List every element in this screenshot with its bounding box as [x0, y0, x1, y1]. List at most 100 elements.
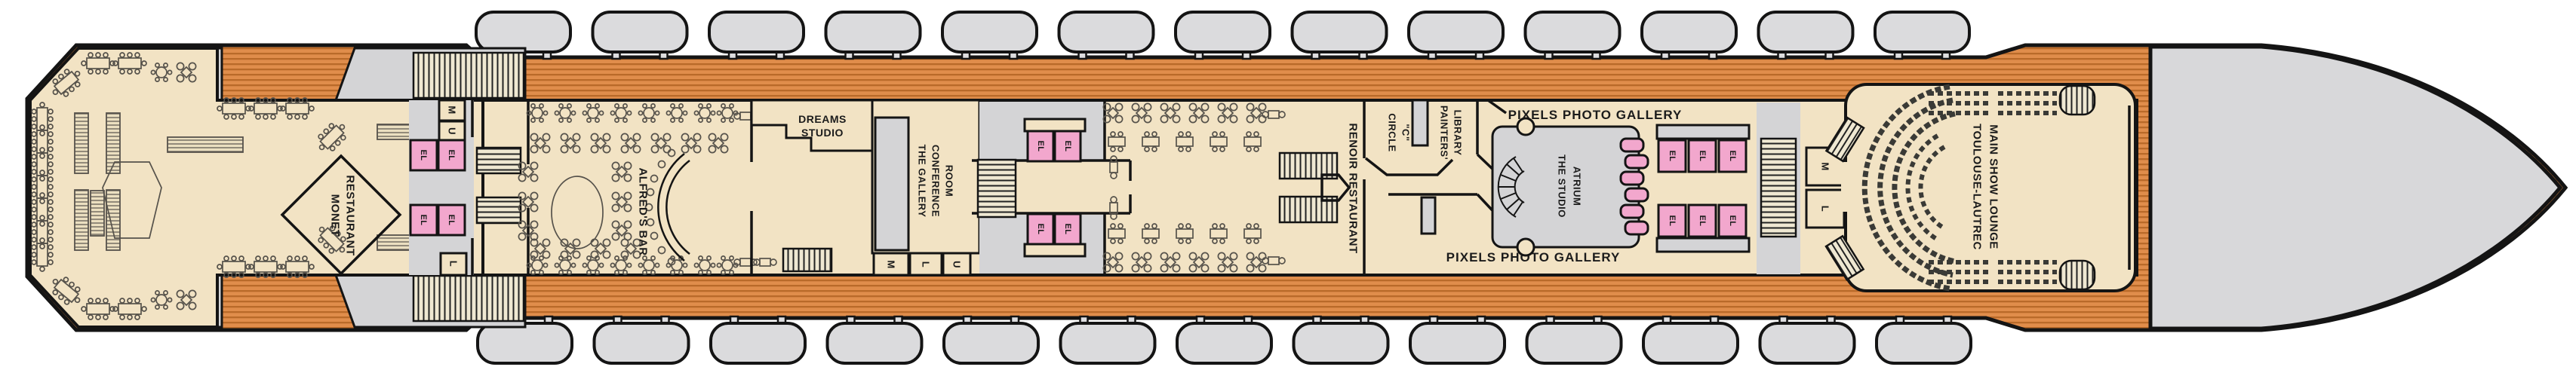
elevator[interactable] [409, 139, 438, 172]
circle-c: CIRCLE "C" [1364, 99, 1477, 196]
elevator-label: EL [1063, 223, 1072, 234]
unisex-label: U [951, 261, 963, 268]
lounge-entrance [1841, 162, 1850, 212]
elevator[interactable] [1053, 130, 1082, 163]
elevator[interactable] [1026, 212, 1055, 246]
lifeboat [941, 11, 1038, 60]
main-show-lounge: TOULOUSE-LAUTREC MAIN SHOW LOUNGE [1824, 83, 2137, 292]
entry-ramp [1824, 116, 1865, 163]
mid-elevator-lobby: EL EL EL EL [972, 100, 1132, 275]
entry-ramp [1824, 234, 1865, 281]
bar-stools [644, 148, 676, 266]
ladies-room [439, 252, 468, 277]
renoir-label: RENOIR RESTAURANT [1347, 123, 1360, 253]
ladies-label: L [1820, 206, 1831, 212]
bar-counter [657, 153, 685, 261]
painters-label-line1: PAINTERS' [1439, 105, 1450, 160]
lifeboats-bottom [476, 315, 1972, 365]
theater-seating [1861, 84, 2057, 292]
lifeboat [1874, 11, 1971, 60]
stern-elevator-lobby: M U L EL EL EL EL [409, 99, 530, 277]
elevator[interactable] [1053, 212, 1082, 246]
lifeboat [708, 11, 805, 60]
elevator-label: EL [1036, 140, 1045, 151]
alfreds-furniture [518, 103, 777, 275]
pixels-photo-gallery: PIXELS PHOTO GALLERY PIXELS PHOTO GALLER… [1446, 108, 1683, 264]
lifeboat [1174, 11, 1271, 60]
lifeboat [592, 315, 690, 365]
stairs [475, 196, 522, 225]
dreams-studio: DREAMS STUDIO [750, 99, 878, 273]
atrium-label-line2: ATRIUM [1572, 167, 1583, 206]
stairs [1760, 137, 1797, 238]
lounge-label-line1: TOULOUSE-LAUTREC [1971, 124, 1984, 250]
bow [2148, 44, 2563, 331]
unisex-room [942, 252, 972, 277]
elevator-label: EL [1728, 150, 1737, 161]
elevator-label: EL [1036, 223, 1045, 234]
fore-elevator-lobby: EL EL EL EL EL EL M L [1655, 102, 1846, 274]
elevator[interactable] [437, 139, 466, 172]
elevator-label: EL [1668, 150, 1677, 161]
atrium-label-line1: THE STUDIO [1557, 154, 1568, 218]
mens-room [872, 252, 910, 277]
elevator-label: EL [447, 214, 456, 225]
unisex-label: U [447, 127, 458, 135]
exterior-stairs-wide [412, 51, 525, 99]
gallery-label-line1: THE GALLERY [917, 145, 928, 218]
stairs [475, 146, 522, 175]
lifeboat [1176, 315, 1273, 365]
atrium-glass-elevators[interactable] [1619, 137, 1649, 236]
elevator[interactable] [1717, 203, 1748, 238]
lifeboat [1523, 11, 1622, 60]
gallery-conference-room: THE GALLERY CONFERENCE ROOM M L U [871, 99, 981, 277]
elevator-label: EL [1668, 215, 1677, 226]
mens-label: M [886, 260, 897, 268]
lifeboat [1292, 315, 1390, 365]
lifeboat [825, 315, 924, 365]
elevator[interactable] [1687, 139, 1717, 173]
lifeboat [942, 315, 1040, 365]
lifeboat [1757, 11, 1855, 60]
lifeboat [1059, 315, 1157, 365]
stairs [782, 247, 833, 273]
renoir-center-feature [1320, 173, 1351, 202]
elevator[interactable] [437, 203, 466, 237]
lifeboat [1875, 315, 1972, 365]
dance-floor [551, 176, 604, 249]
elevator[interactable] [1687, 203, 1717, 238]
mens-label: M [447, 105, 458, 114]
painters-library: PAINTERS' LIBRARY [1420, 99, 1508, 235]
stairs [2058, 84, 2096, 116]
dreams-studio-label-line2: STUDIO [801, 127, 844, 139]
elevator-label: EL [419, 149, 428, 161]
elevator[interactable] [1717, 139, 1748, 173]
renoir-restaurant: RENOIR RESTAURANT [1102, 100, 1366, 275]
pixels-bottom-label: PIXELS PHOTO GALLERY [1446, 250, 1621, 264]
lifeboat [1758, 315, 1856, 365]
studio-atrium: THE STUDIO ATRIUM [1491, 117, 1649, 257]
stairs [976, 158, 1017, 219]
circle-c-label-line1: CIRCLE [1387, 113, 1398, 151]
monet-restaurant: MONET RESTAURANT [31, 52, 431, 320]
lounge-label-line2: MAIN SHOW LOUNGE [1987, 124, 2000, 249]
bar-counter [666, 160, 690, 255]
lifeboat [591, 11, 689, 60]
elevator[interactable] [1026, 130, 1055, 163]
gallery-label-line2: CONFERENCE [930, 145, 942, 217]
lifeboat [1525, 315, 1623, 365]
painters-label-line2: LIBRARY [1452, 110, 1464, 156]
gallery-label-line3: ROOM [944, 165, 955, 197]
lifeboat [1642, 315, 1739, 365]
atrium-stairs [1497, 156, 1525, 218]
elevator-label: EL [1063, 140, 1072, 151]
elevator-label: EL [419, 214, 428, 225]
elevator[interactable] [1657, 139, 1687, 173]
lifeboat [1640, 11, 1738, 60]
elevator[interactable] [409, 203, 438, 237]
mens-label: M [1820, 162, 1831, 170]
exterior-stairs-wide [412, 274, 525, 323]
elevator[interactable] [1657, 203, 1687, 238]
pixels-top-label: PIXELS PHOTO GALLERY [1508, 108, 1683, 122]
